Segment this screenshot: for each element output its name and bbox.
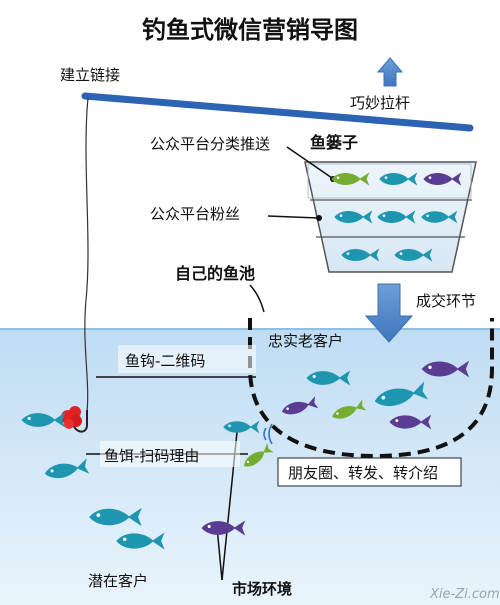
- label-platform-push: 公众平台分类推送: [150, 135, 270, 153]
- moments-label-box: [277, 457, 462, 487]
- diagram-title: 钓鱼式微信营销导图: [142, 16, 358, 44]
- label-moments-referral: 朋友圈、转发、转介绍: [288, 464, 438, 482]
- lever-up-arrow-icon: [376, 57, 404, 87]
- fishing-rod: [81, 92, 474, 132]
- label-build-link: 建立链接: [60, 66, 120, 84]
- push-pointer-line: [286, 146, 333, 179]
- fans-pointer-line: [267, 215, 319, 219]
- label-market-environment: 市场环境: [232, 580, 292, 598]
- label-bait-reason: 鱼饵-扫码理由: [104, 447, 199, 465]
- label-potential-customers: 潜在客户: [88, 572, 148, 590]
- own-fish-pond: [248, 318, 494, 459]
- deal-down-arrow-icon: [364, 283, 414, 343]
- label-clever-lever: 巧妙拉杆: [350, 94, 410, 112]
- potential-pointer-line-2: [216, 526, 223, 581]
- label-platform-fans: 公众平台粉丝: [150, 205, 240, 223]
- label-own-pond: 自己的鱼池: [175, 264, 255, 283]
- watermark: Xie-Zi.com: [429, 587, 500, 602]
- pond-pointer-line: [249, 284, 265, 313]
- label-hook-qrcode: 鱼钩-二维码: [125, 352, 205, 370]
- bait-label-box: [100, 441, 240, 467]
- fans-pointer-dot: [316, 215, 322, 221]
- hook-label-box: [118, 345, 256, 373]
- signal-icon: [263, 423, 273, 445]
- hook-icon: [72, 410, 88, 433]
- label-loyal-customers: 忠实老客户: [268, 332, 343, 350]
- fishing-line: [84, 97, 89, 413]
- label-deal: 成交环节: [416, 292, 476, 310]
- label-fish-basket: 鱼篓子: [310, 133, 358, 152]
